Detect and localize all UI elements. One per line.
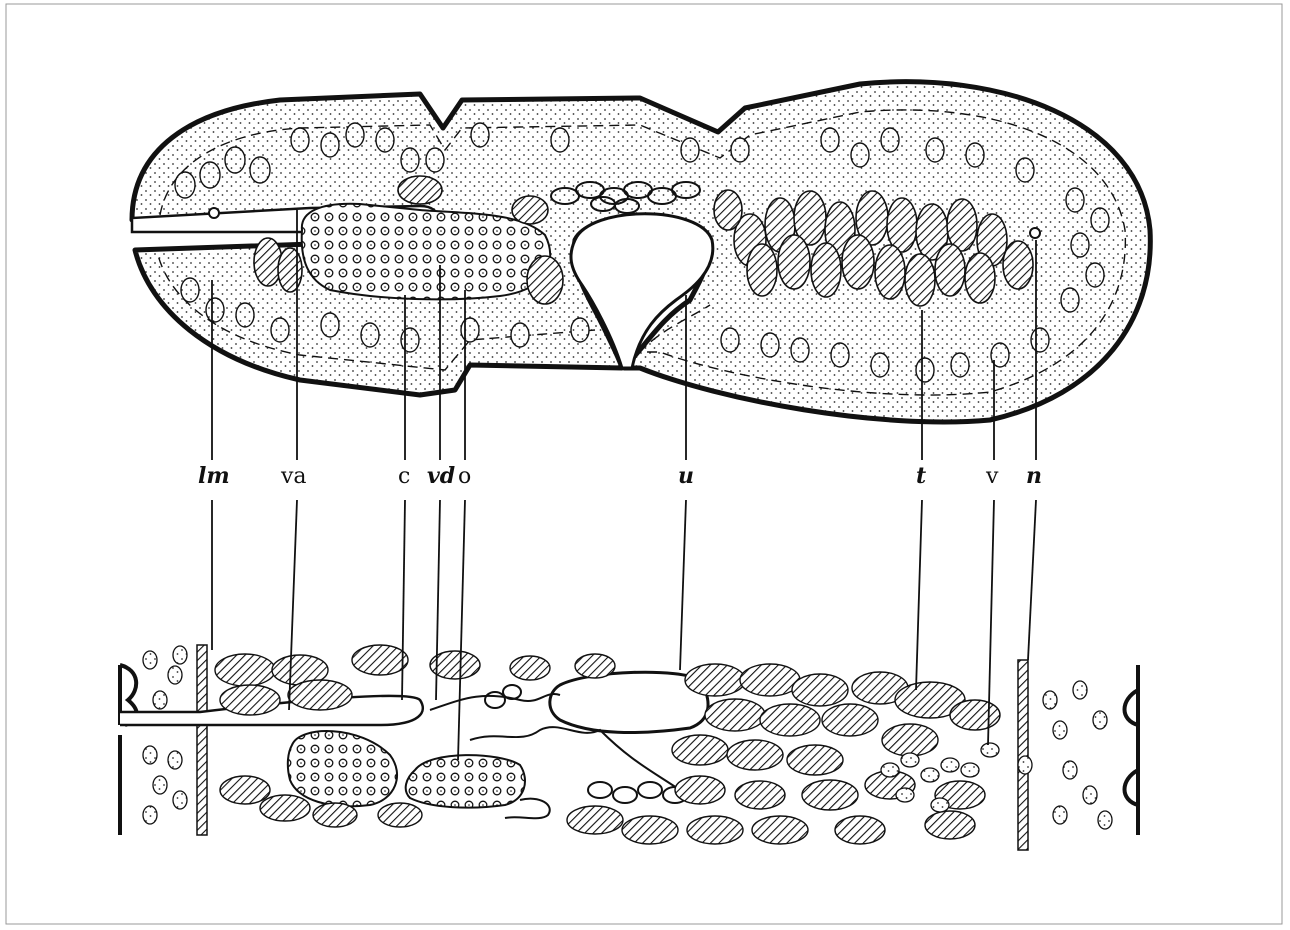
label-u: u: [678, 463, 694, 489]
label-n: n: [1026, 463, 1042, 489]
label-vd: vd: [427, 463, 455, 489]
nerve-left: [209, 208, 219, 218]
label-o: o: [458, 464, 471, 489]
ovary-left: [288, 731, 397, 806]
label-lm: lm: [198, 463, 230, 489]
nerve-right: [1030, 228, 1040, 238]
label-va: va: [280, 464, 307, 489]
left-muscle-band: [197, 645, 207, 835]
label-v: v: [985, 464, 999, 489]
label-c: c: [398, 464, 410, 489]
cross-section: [132, 82, 1150, 422]
left-body-wall: [120, 665, 137, 835]
uterus-sac: [550, 672, 708, 732]
longitudinal-section: [120, 645, 1138, 850]
ovary-right: [406, 755, 525, 808]
right-body-wall: [1125, 665, 1139, 835]
label-t: t: [916, 463, 926, 489]
right-muscle-band: [1018, 660, 1028, 850]
